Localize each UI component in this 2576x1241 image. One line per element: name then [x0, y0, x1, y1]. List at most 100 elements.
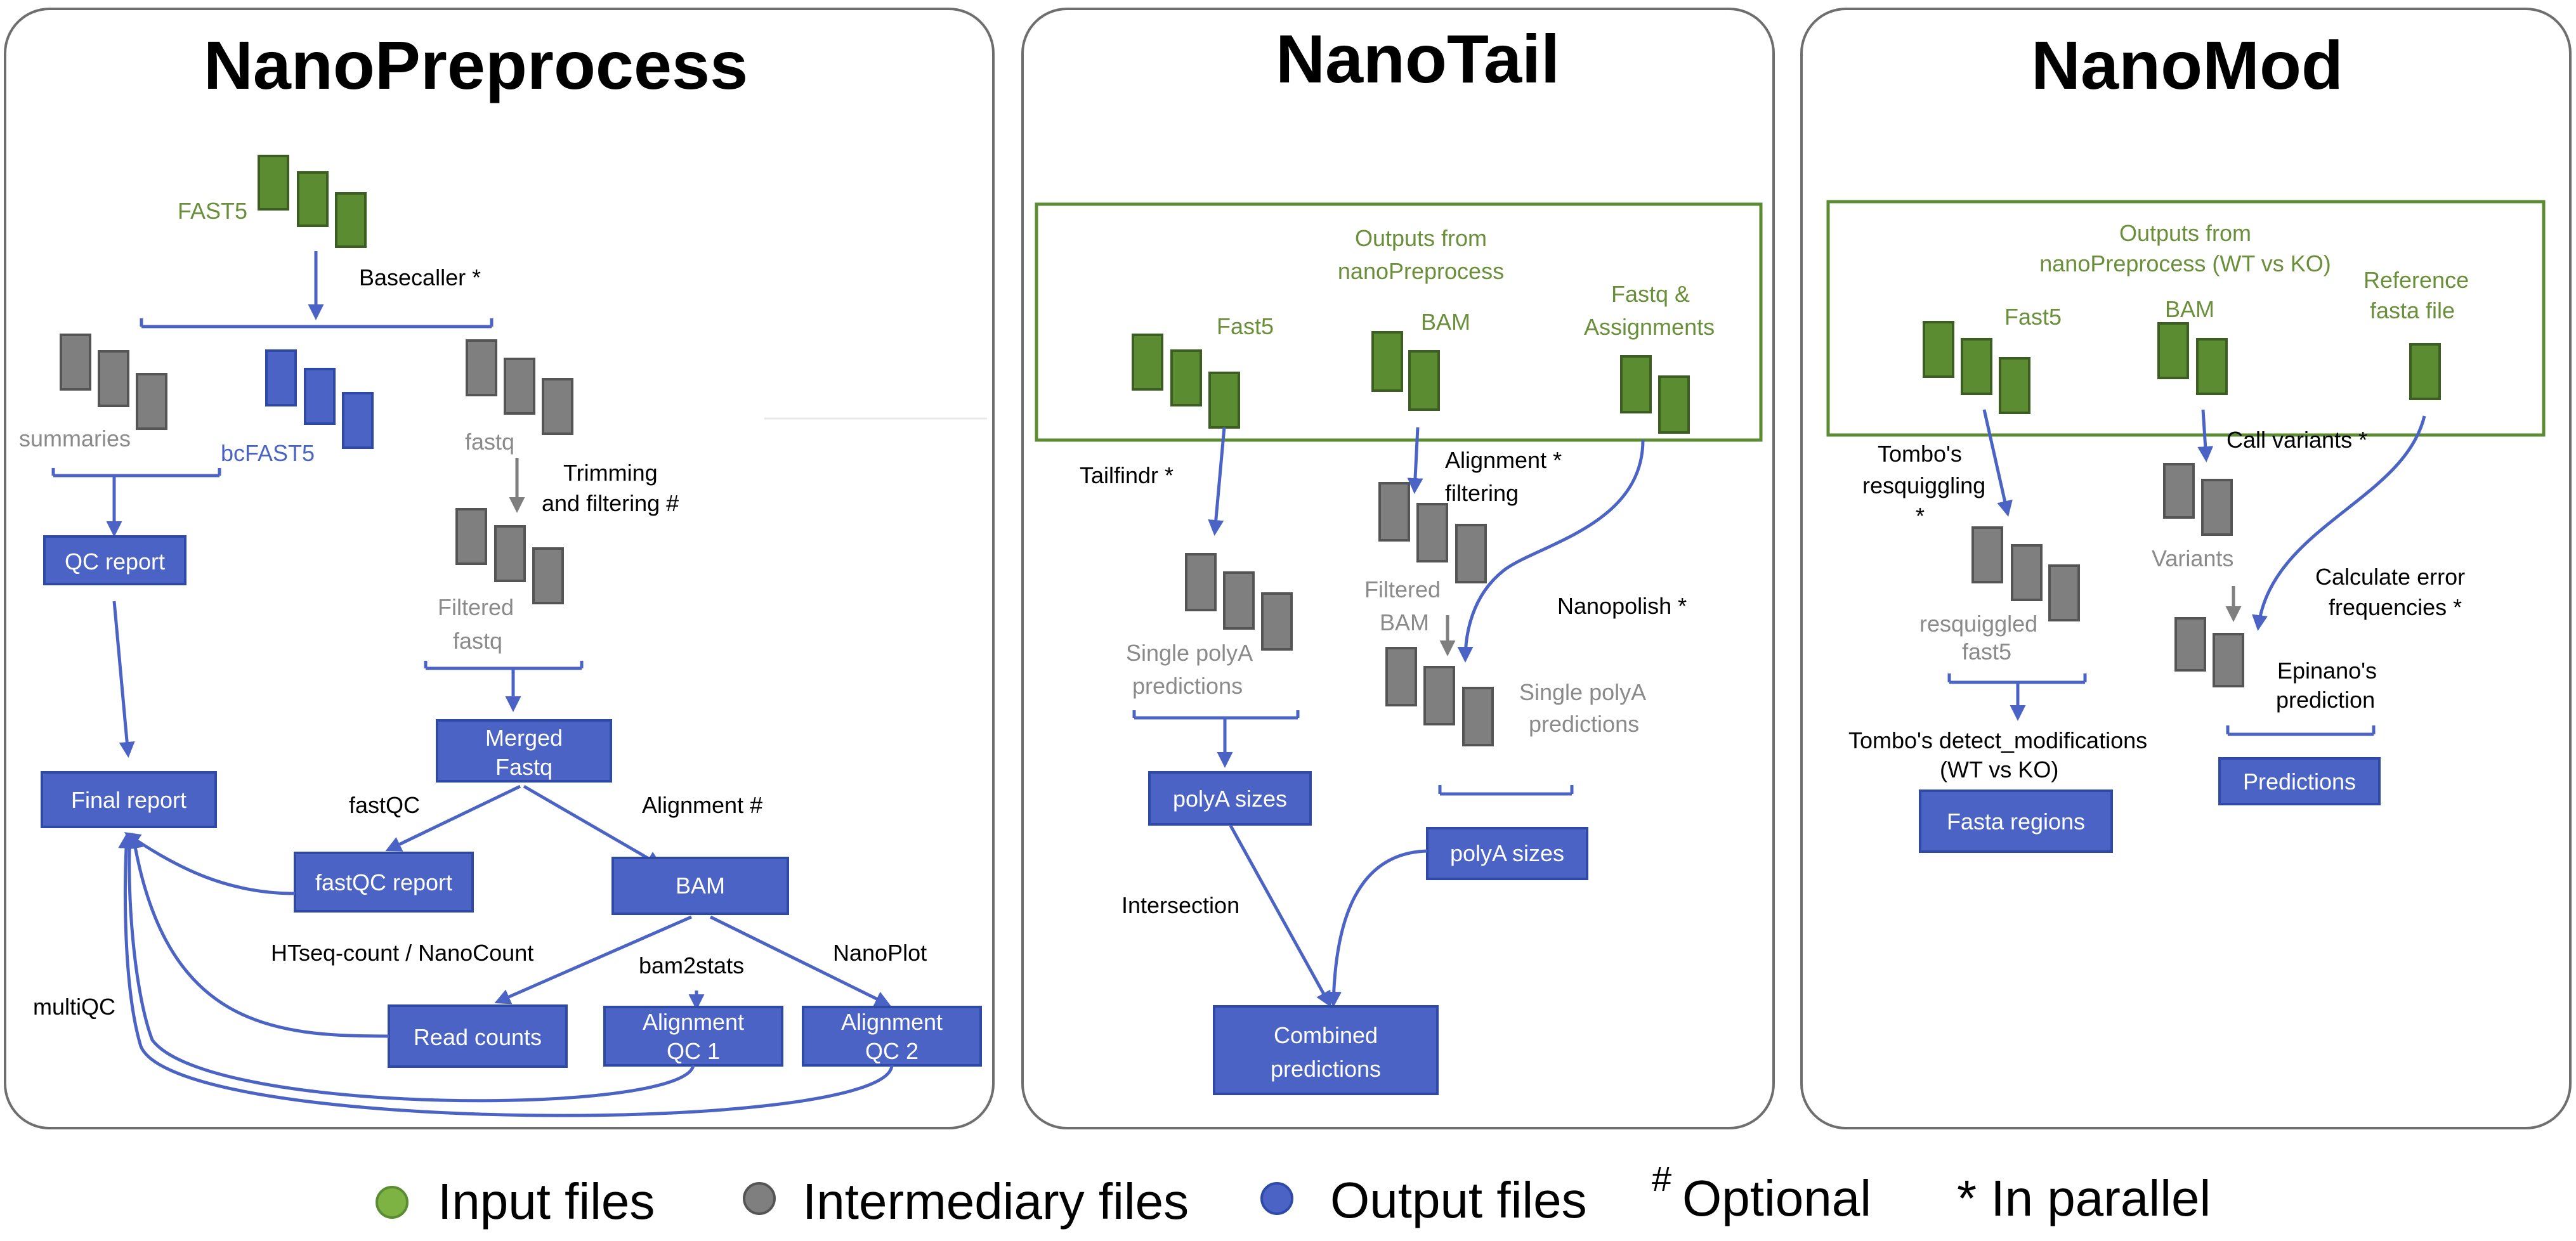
box-polya-right	[1426, 827, 1588, 880]
label-tail-bam: BAM	[1421, 309, 1470, 335]
box-predictions	[2218, 757, 2381, 805]
label-tail-single-right-2: predictions	[1529, 711, 1639, 737]
label-mod-ref-2: fasta file	[2370, 297, 2455, 323]
label-mod-outputs-1: Outputs from	[2119, 220, 2251, 246]
frame-outputs-nanotail	[1035, 202, 1763, 442]
box-merged-fastq	[436, 719, 612, 783]
label-tail-single-left-2: predictions	[1132, 673, 1243, 699]
title-nanopreprocess: NanoPreprocess	[204, 27, 748, 103]
label-fastqc: fastQC	[349, 792, 420, 818]
label-tail-single-right-1: Single polyA	[1519, 679, 1646, 705]
bracket-mod-right	[2226, 725, 2376, 736]
label-variants: Variants	[2152, 545, 2233, 571]
legend-output-label: Output files	[1330, 1172, 1587, 1228]
arrow-polya-left-to-combined	[1229, 824, 1331, 1008]
label-mod-ref-1: Reference	[2364, 267, 2469, 293]
label-detect-1: Tombo's detect_modifications	[1848, 727, 2147, 753]
label-tail-alignment-2: filtering	[1445, 480, 1519, 506]
label-mod-fast5: Fast5	[2004, 304, 2062, 330]
bracket-mod-left	[1947, 673, 2087, 684]
label-mod-outputs-2: nanoPreprocess (WT vs KO)	[2039, 250, 2331, 276]
box-alignment-qc1	[603, 1006, 783, 1067]
label-predictions: Predictions	[2243, 769, 2356, 795]
label-epinano-2: prediction	[2276, 687, 2375, 713]
legend-optional-mark: #	[1652, 1159, 1671, 1199]
label-tail-single-left-1: Single polyA	[1126, 640, 1253, 666]
bracket-tail-right	[1438, 785, 1574, 796]
tail-fast5-files	[1132, 334, 1240, 429]
arrow-tombo-resquiggling	[1982, 409, 2013, 517]
label-trimming-2: and filtering #	[542, 490, 679, 516]
label-tombo-3: *	[1916, 503, 1925, 529]
arrow-alignment-filtering	[1407, 427, 1423, 494]
arrow-call-variants	[2197, 409, 2214, 462]
filtered-fastq-files	[455, 508, 564, 604]
label-fast5: FAST5	[178, 198, 247, 224]
legend-input-label: Input files	[438, 1173, 655, 1230]
label-bam: BAM	[676, 873, 725, 899]
label-aqc2-2: QC 2	[865, 1038, 919, 1064]
label-filtered-1: Filtered	[438, 594, 514, 620]
fastq-files	[466, 339, 573, 435]
arrow-readcounts-to-final	[127, 833, 389, 1038]
box-combined	[1213, 1005, 1439, 1095]
label-summaries: summaries	[19, 426, 131, 452]
label-final-report: Final report	[71, 787, 186, 813]
label-detect-2: (WT vs KO)	[1940, 757, 2058, 783]
mod-fast5-files	[1923, 321, 2030, 414]
legend-parallel-label: * In parallel	[1957, 1170, 2211, 1226]
label-merged-2: Fastq	[495, 754, 552, 780]
label-htseq: HTseq-count / NanoCount	[271, 940, 533, 966]
label-alignment: Alignment #	[642, 792, 762, 818]
bracket-basecaller	[140, 318, 494, 328]
label-nanopolish: Nanopolish *	[1557, 593, 1687, 619]
label-multiqc: multiQC	[33, 994, 115, 1020]
label-trimming-1: Trimming	[563, 460, 658, 486]
label-polya-left: polyA sizes	[1173, 786, 1287, 812]
label-bcfast5: bcFAST5	[221, 440, 315, 466]
label-tail-alignment-1: Alignment *	[1445, 447, 1562, 473]
label-fastqc-report: fastQC report	[315, 869, 452, 895]
label-epinano-1: Epinano's	[2277, 658, 2377, 684]
label-polya-right: polyA sizes	[1450, 840, 1564, 866]
arrow-tailfindr	[1208, 427, 1226, 536]
arrow-fastqc-to-final	[124, 832, 296, 895]
label-aqc1-2: QC 1	[667, 1038, 720, 1064]
frame-outputs-nanomod	[1826, 200, 2546, 437]
box-fasta-regions	[1919, 789, 2113, 853]
bracket-summaries	[51, 468, 221, 478]
label-filtered-2: fastq	[453, 628, 502, 654]
arrow-bam-to-aqc2	[709, 915, 891, 1006]
arrow-calc-error	[2252, 415, 2426, 631]
legend-output-swatch	[1260, 1182, 1293, 1215]
arrow-bam-to-readcounts	[494, 915, 693, 1004]
label-aqc1-1: Alignment	[643, 1009, 744, 1035]
label-combined-1: Combined	[1274, 1022, 1378, 1048]
box-polya-left	[1148, 771, 1312, 826]
mod-reference-file	[2409, 343, 2441, 400]
box-final-report	[41, 771, 217, 828]
label-tail-outputs-1: Outputs from	[1355, 225, 1487, 251]
bracket-tail-left	[1132, 710, 1300, 720]
bcfast5-files	[265, 349, 374, 449]
arrow-qc-to-final	[112, 601, 135, 758]
label-fasta-regions: Fasta regions	[1947, 809, 2085, 835]
label-calc-1: Calculate error	[2315, 564, 2465, 590]
label-tail-filtered-2: BAM	[1380, 609, 1429, 635]
label-tombo-1: Tombo's	[1878, 441, 1962, 467]
label-tailfindr: Tailfindr *	[1080, 462, 1174, 488]
panel-nanotail	[1021, 8, 1775, 1129]
box-fastqc-report	[294, 852, 474, 913]
title-nanotail: NanoTail	[1276, 20, 1560, 97]
tail-bam-files	[1371, 331, 1440, 411]
label-read-counts: Read counts	[414, 1024, 542, 1050]
label-bam2stats: bam2stats	[639, 952, 744, 978]
fast5-input-files	[258, 155, 367, 248]
legend-intermediary-label: Intermediary files	[802, 1173, 1189, 1230]
panel-nanopreprocess	[4, 8, 995, 1129]
label-tail-fast5: Fast5	[1217, 313, 1274, 339]
tail-left-polya-files	[1185, 553, 1293, 651]
arrow-polya-right-to-combined	[1325, 849, 1428, 1008]
label-tombo-2: resquiggling	[1862, 472, 1985, 498]
